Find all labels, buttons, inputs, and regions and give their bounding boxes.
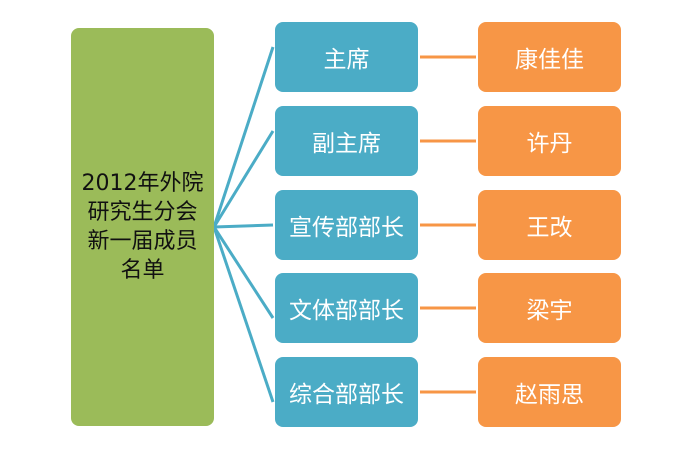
root-node: 2012年外院研究生分会新一届成员名单 (71, 28, 214, 426)
role-node: 主席 (275, 22, 418, 92)
member-name: 康佳佳 (515, 47, 584, 73)
member-node: 赵雨思 (478, 357, 621, 427)
member-node: 梁宇 (478, 273, 621, 343)
member-node: 许丹 (478, 106, 621, 176)
role-label: 文体部部长 (289, 298, 404, 324)
role-label: 综合部部长 (289, 382, 404, 408)
role-label: 宣传部部长 (289, 215, 404, 241)
root-to-role-line (212, 46, 275, 228)
root-to-role-line (212, 226, 275, 403)
role-node: 宣传部部长 (275, 190, 418, 260)
role-node: 文体部部长 (275, 273, 418, 343)
role-node: 副主席 (275, 106, 418, 176)
member-name: 王改 (526, 215, 573, 241)
root-to-role-line (212, 226, 275, 319)
role-node: 综合部部长 (275, 357, 418, 427)
member-name: 梁宇 (526, 298, 573, 324)
root-label: 2012年外院研究生分会新一届成员名单 (81, 171, 204, 283)
member-node: 王改 (478, 190, 621, 260)
root-to-role-line (212, 130, 275, 228)
member-node: 康佳佳 (478, 22, 621, 92)
role-label: 副主席 (312, 131, 381, 157)
role-label: 主席 (323, 47, 370, 73)
member-name: 赵雨思 (515, 382, 584, 408)
member-name: 许丹 (526, 131, 573, 157)
root-to-role-line (213, 223, 274, 229)
